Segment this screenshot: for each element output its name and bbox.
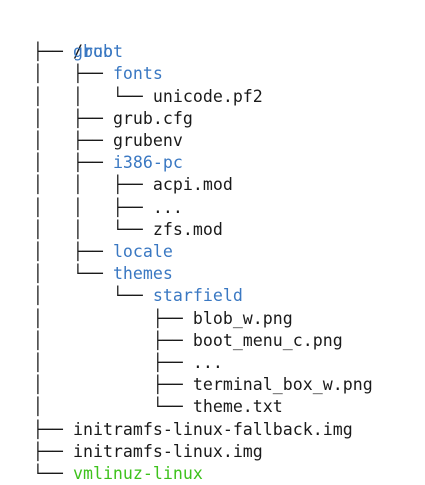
file-name: acpi.mod [152,175,233,195]
tree-row: ├── grub [33,41,113,63]
tree-branch-connector: │ ├── [33,353,193,372]
root-slash: / [72,42,83,61]
tree-row: │ ├── grubenv [33,130,183,152]
tree-branch-connector: │ ├── [33,131,113,150]
directory-name: themes [112,264,173,284]
tree-row: │ │ └── unicode.pf2 [33,86,263,108]
tree-row: │ ├── fonts [33,63,163,85]
tree-branch-connector: │ ├── [33,153,113,173]
file-name: grubenv [112,131,183,150]
tree-branch-connector: │ ├── [33,242,113,261]
tree-branch-connector: │ │ └── [33,86,153,106]
tree-branch-connector: ├── [33,419,73,439]
tree-branch-connector: ├── [33,441,73,461]
tree-row: ├── initramfs-linux-fallback.img [33,419,353,441]
tree-branch-connector: │ │ ├── [33,175,153,195]
tree-row: │ ├── terminal_box_w.png [33,374,373,396]
directory-name: grub [72,42,113,62]
tree-branch-connector: │ │ └── [33,219,153,239]
file-name: grub.cfg [112,108,193,128]
directory-name: i386-pc [112,153,183,173]
file-name: ... [192,353,223,372]
tree-row: │ │ └── zfs.mod [33,219,223,241]
tree-row: │ ├── ... [33,352,223,374]
directory-name: locale [112,242,173,261]
tree-branch-connector: │ ├── [33,64,113,84]
tree-branch-connector: │ └── [33,286,153,306]
tree-branch-connector: │ ├── [33,108,113,128]
tree-branch-connector: │ └── [33,264,113,284]
tree-branch-connector: ├── [33,42,73,62]
file-name: unicode.pf2 [152,86,263,106]
file-name: ... [152,197,183,217]
tree-row: │ └── themes [33,263,173,285]
tree-row: │ ├── boot_menu_c.png [33,330,343,352]
tree-branch-connector: │ ├── [33,375,193,395]
tree-row: │ ├── i386-pc [33,152,183,174]
tree-row: │ ├── blob_w.png [33,308,293,330]
tree-row: │ ├── locale [33,241,173,263]
tree-row: │ │ ├── acpi.mod [33,174,233,196]
file-name: theme.txt [192,397,283,417]
file-name: terminal_box_w.png [192,375,373,395]
tree-row: │ └── starfield [33,285,243,307]
tree-branch-connector: │ ├── [33,330,193,350]
root-directory-name: boot [82,42,123,61]
tree-row: ├── initramfs-linux.img [33,441,263,463]
tree-branch-connector: │ ├── [33,308,193,328]
tree-root: /boot [33,19,123,61]
tree-branch-connector: │ └── [33,397,193,417]
directory-name: fonts [112,64,163,84]
executable-file-name: vmlinuz-linux [72,464,203,483]
tree-row: └── vmlinuz-linux [33,463,203,485]
tree-row: │ ├── grub.cfg [33,108,193,130]
tree-row: │ │ ├── ... [33,197,183,219]
tree-branch-connector: │ │ ├── [33,197,153,217]
tree-branch-connector: └── [33,464,73,483]
file-name: zfs.mod [152,219,223,239]
file-name: boot_menu_c.png [192,330,343,350]
file-name: blob_w.png [192,308,293,328]
file-name: initramfs-linux-fallback.img [72,419,353,439]
file-name: initramfs-linux.img [72,441,263,461]
directory-name: starfield [152,286,243,306]
tree-row: │ └── theme.txt [33,396,283,418]
